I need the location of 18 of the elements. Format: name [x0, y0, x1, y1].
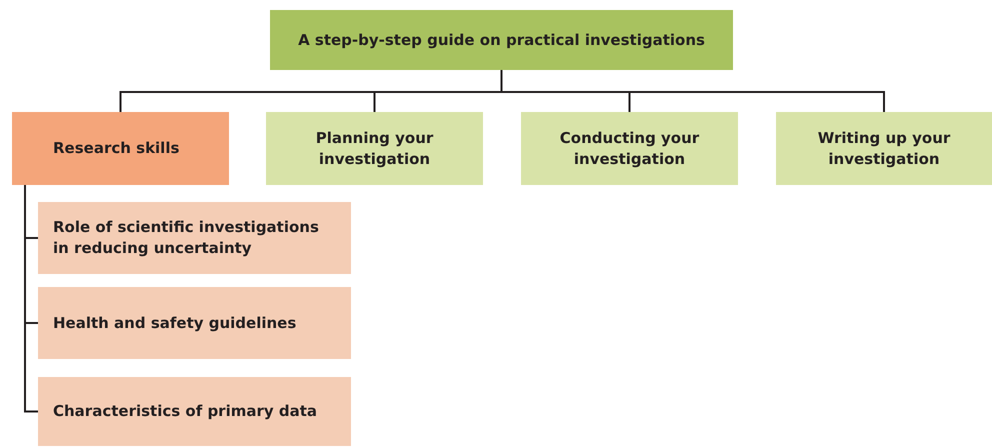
- category-box: [776, 112, 992, 185]
- connector-line: [24, 185, 38, 412]
- title-box: [270, 10, 733, 70]
- box-label: Characteristics of primary data: [53, 401, 318, 422]
- connector-line: [500, 70, 885, 112]
- category-box: [266, 112, 483, 185]
- box-label: Conducting your investigation: [558, 128, 700, 170]
- subtopic-box: [38, 202, 351, 274]
- box-label: Writing up your investigation: [816, 128, 952, 170]
- subtopic-box: [38, 377, 351, 446]
- box-label: Health and safety guidelines: [53, 312, 296, 334]
- box-label: A step-by-step guide on practical investigations: [298, 30, 705, 50]
- box-label: Planning your investigation: [314, 128, 434, 170]
- box-label: Role of scientific investigations in reducing uncertainty: [53, 217, 320, 259]
- category-box: [12, 112, 229, 185]
- subtopic-box: [38, 287, 351, 359]
- box-label: Research skills: [53, 138, 180, 159]
- category-box: [521, 112, 738, 185]
